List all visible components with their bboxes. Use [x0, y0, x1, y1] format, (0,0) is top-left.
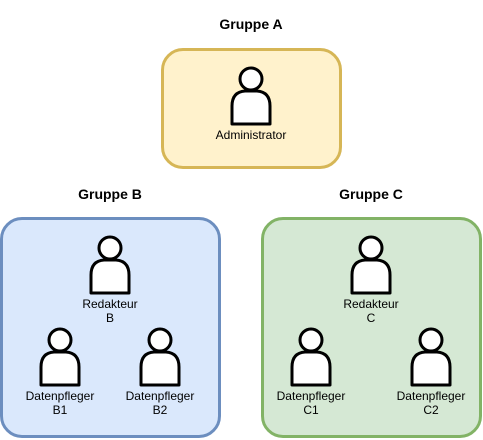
- group-b-title: Gruppe B: [78, 186, 142, 202]
- person-label: Redakteur B: [82, 297, 138, 325]
- person-label: Datenpfleger B1: [25, 389, 95, 417]
- person-icon: [39, 327, 81, 387]
- person-datenpfleger-c1: Datenpfleger C1: [266, 327, 356, 417]
- person-icon: [410, 327, 452, 387]
- person-label: Datenpfleger C1: [276, 389, 346, 417]
- person-icon: [139, 327, 181, 387]
- person-label: Redakteur C: [343, 297, 399, 325]
- person-redakteur-c: Redakteur C: [326, 235, 416, 325]
- person-icon: [350, 235, 392, 295]
- person-datenpfleger-b1: Datenpfleger B1: [15, 327, 105, 417]
- person-label: Administrator: [215, 128, 287, 142]
- person-redakteur-b: Redakteur B: [65, 235, 155, 325]
- person-icon: [230, 66, 272, 126]
- person-administrator: Administrator: [206, 66, 296, 142]
- person-datenpfleger-b2: Datenpfleger B2: [115, 327, 205, 417]
- person-label: Datenpfleger C2: [396, 389, 466, 417]
- group-c-title: Gruppe C: [339, 186, 403, 202]
- person-label: Datenpfleger B2: [125, 389, 195, 417]
- person-datenpfleger-c2: Datenpfleger C2: [386, 327, 476, 417]
- person-icon: [89, 235, 131, 295]
- person-icon: [290, 327, 332, 387]
- group-a-title: Gruppe A: [219, 16, 283, 32]
